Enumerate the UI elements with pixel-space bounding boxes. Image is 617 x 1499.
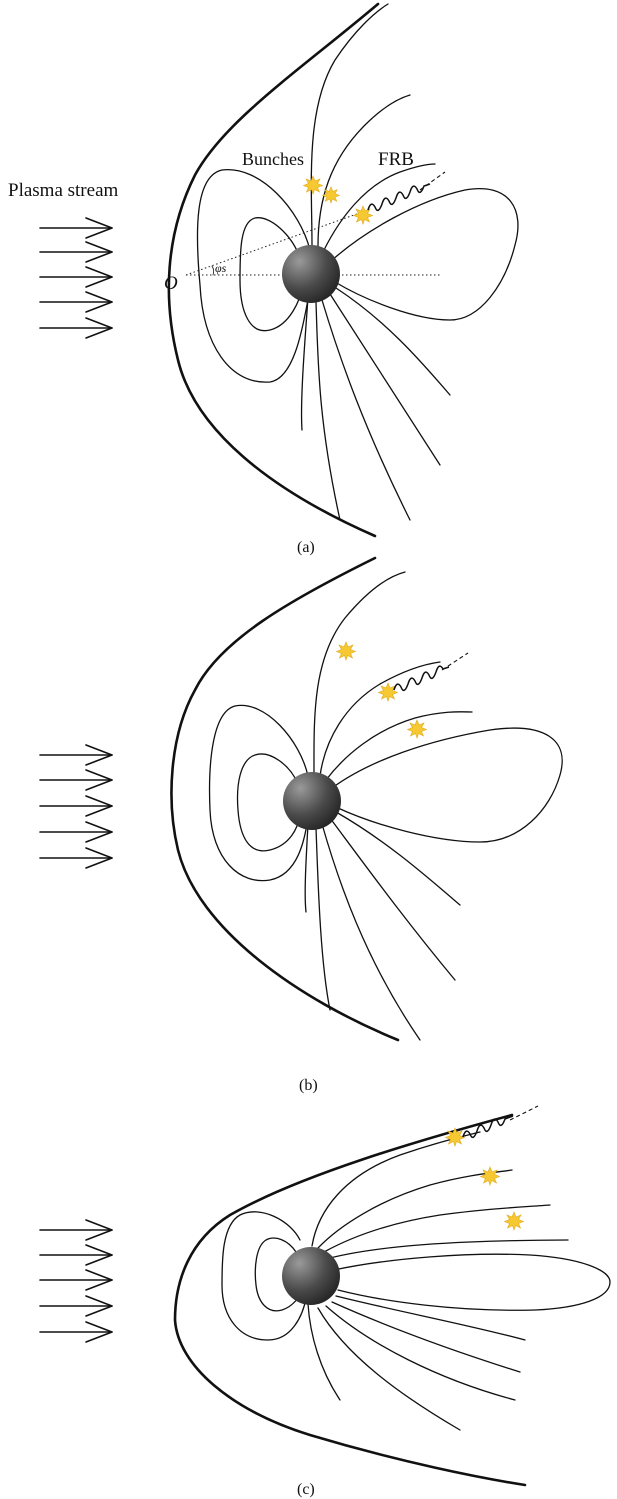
closed-loop-outer-a xyxy=(196,169,311,383)
night-loop-a xyxy=(329,188,519,321)
angle-arc-a xyxy=(211,265,215,276)
field-line-up-3-a xyxy=(323,163,436,251)
sight-line-a xyxy=(185,209,369,276)
field-line-up-2-a xyxy=(317,94,411,247)
plasma-arrows-c xyxy=(39,1219,113,1343)
field-line-up-4-c xyxy=(329,1239,569,1259)
bunch-1-a xyxy=(303,175,323,195)
field-line-up-1-a xyxy=(310,3,389,247)
bunch-2-a xyxy=(322,186,340,204)
field-line-down-5-b xyxy=(304,823,309,913)
bow-shock-b xyxy=(170,556,400,1042)
neutron-star-b xyxy=(283,772,341,830)
bunch-3-c xyxy=(504,1211,524,1231)
field-line-up-3-c xyxy=(323,1204,551,1253)
field-line-down-3-a xyxy=(321,299,411,521)
field-line-up-1-b xyxy=(313,571,406,775)
frb-label: FRB xyxy=(378,149,414,170)
bunch-1-c xyxy=(445,1127,465,1147)
frb-beam-b xyxy=(441,652,469,671)
bunch-2-c xyxy=(480,1166,500,1186)
closed-loop-outer-c xyxy=(221,1211,307,1341)
bow-shock-c xyxy=(173,1113,527,1487)
night-loop-c xyxy=(333,1253,611,1311)
field-line-down-4-a xyxy=(315,301,341,521)
field-line-down-4-b xyxy=(315,827,331,1011)
bow-shock-a xyxy=(167,2,380,538)
field-line-down-5-c xyxy=(307,1303,341,1401)
panel-b: (b) xyxy=(39,556,563,1094)
panel-a: Plasma stream Bunches FRB O φs (a) xyxy=(8,2,519,556)
field-line-down-2-c xyxy=(331,1301,521,1373)
field-line-down-1-c xyxy=(335,1295,526,1341)
caption-c: (c) xyxy=(297,1481,315,1498)
bunch-3-b xyxy=(407,719,427,739)
bunch-1-b xyxy=(336,641,356,661)
origin-label: O xyxy=(164,273,178,294)
closed-loop-outer-b xyxy=(208,704,309,882)
frb-wave-c xyxy=(462,1115,514,1139)
plasma-stream-label: Plasma stream xyxy=(8,180,119,201)
bunches-label: Bunches xyxy=(242,149,304,169)
plasma-arrows-b xyxy=(39,744,113,869)
field-line-down-4-c xyxy=(317,1307,461,1431)
field-line-up-3-b xyxy=(325,711,473,781)
neutron-star-a xyxy=(282,245,340,303)
closed-loop-inner-b xyxy=(236,753,301,852)
field-line-down-5-a xyxy=(300,297,309,431)
field-line-down-1-b xyxy=(335,811,461,906)
frb-wave-a xyxy=(367,183,431,212)
neutron-star-c xyxy=(282,1247,340,1305)
caption-a: (a) xyxy=(297,539,315,556)
field-line-down-1-a xyxy=(335,287,451,396)
field-line-down-2-a xyxy=(329,293,441,466)
panel-c: (c) xyxy=(39,1105,611,1498)
field-line-up-2-c xyxy=(317,1169,513,1249)
field-line-down-3-b xyxy=(321,823,421,1041)
frb-wave-b xyxy=(393,665,450,692)
night-loop-b xyxy=(331,727,563,843)
caption-b: (b) xyxy=(299,1077,318,1094)
field-line-down-3-c xyxy=(325,1305,516,1401)
plasma-arrows-a xyxy=(39,217,113,339)
angle-label: φs xyxy=(215,261,227,275)
frb-beam-a xyxy=(419,171,446,191)
field-line-up-2-b xyxy=(319,661,441,777)
bunch-3-a xyxy=(353,205,373,225)
field-line-down-2-b xyxy=(329,817,456,981)
closed-loop-inner-c xyxy=(254,1237,303,1312)
closed-loop-inner-a xyxy=(239,217,304,332)
frb-beam-c xyxy=(509,1105,539,1121)
bunch-2-b xyxy=(378,682,398,702)
